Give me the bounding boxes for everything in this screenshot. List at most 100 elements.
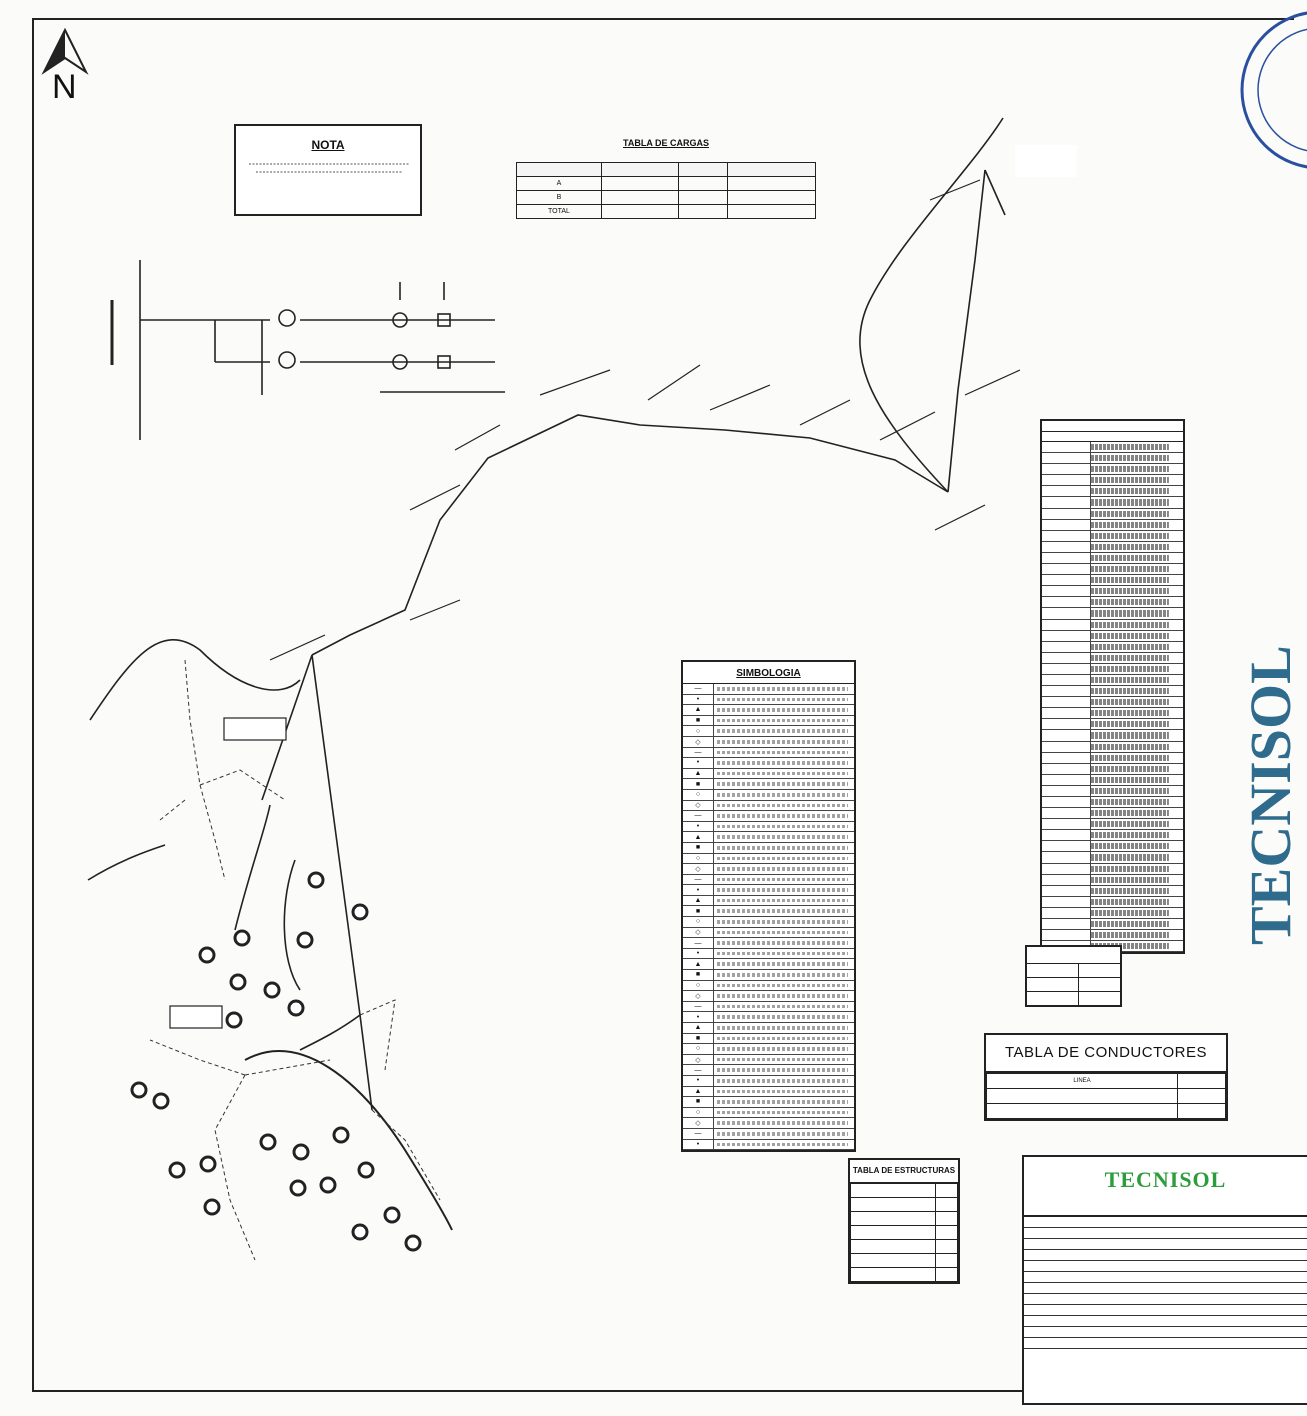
simbologia-legend: SIMBOLOGIA —•▲■○◇—•▲■○◇—•▲■○◇—•▲■○◇—•▲■○… xyxy=(681,660,856,1153)
simbologia-row: ◇ xyxy=(683,1054,854,1066)
simbologia-row: ▲ xyxy=(683,1086,854,1098)
legend-symbol-icon: ○ xyxy=(683,980,714,991)
legend-symbol-icon: ■ xyxy=(683,842,714,853)
structure-list-subheader xyxy=(1042,432,1183,442)
legend-symbol-icon: • xyxy=(683,694,714,705)
structure-row xyxy=(1042,752,1183,764)
tabla-conductores: TABLA DE CONDUCTORES LINEA xyxy=(984,1033,1228,1121)
simbologia-row: — xyxy=(683,684,854,695)
legend-symbol-icon: ○ xyxy=(683,917,714,927)
simbologia-row: ◇ xyxy=(683,736,854,748)
nota-body xyxy=(244,160,412,184)
structure-row xyxy=(1042,874,1183,886)
structure-row xyxy=(1042,719,1183,731)
structure-row xyxy=(1042,686,1183,698)
simbologia-row: ■ xyxy=(683,842,854,854)
structure-list-table xyxy=(1040,419,1185,955)
structure-row xyxy=(1042,497,1183,509)
simbologia-row: ○ xyxy=(683,853,854,865)
simbologia-row: ▲ xyxy=(683,1023,854,1034)
structure-row xyxy=(1042,930,1183,942)
legend-symbol-icon: • xyxy=(683,758,714,768)
simbologia-row: • xyxy=(683,694,854,706)
simbologia-row: ◇ xyxy=(683,927,854,939)
side-logo-tecnisol: TECNISOL xyxy=(1238,645,1303,945)
legend-symbol-icon: • xyxy=(683,1139,714,1150)
structure-row xyxy=(1042,674,1183,687)
legend-symbol-icon: ▲ xyxy=(683,1023,714,1033)
simbologia-row: ◇ xyxy=(683,1118,854,1129)
legend-symbol-icon: ■ xyxy=(683,906,714,917)
simbologia-row: ■ xyxy=(683,1033,854,1045)
structure-row xyxy=(1042,774,1183,786)
simbologia-row: ○ xyxy=(683,917,854,928)
structure-row xyxy=(1042,808,1183,820)
structure-row xyxy=(1042,830,1183,842)
legend-symbol-icon: ▲ xyxy=(683,959,714,970)
legend-symbol-icon: ▲ xyxy=(683,768,714,779)
conductores-header-linea: LINEA xyxy=(986,1073,1178,1089)
structure-row xyxy=(1042,852,1183,864)
legend-symbol-icon: ○ xyxy=(683,1107,714,1118)
legend-symbol-icon: — xyxy=(683,1001,714,1012)
company-name: TECNISOL xyxy=(1104,1167,1227,1192)
structure-row xyxy=(1042,619,1183,631)
structure-row xyxy=(1042,896,1183,908)
structure-row xyxy=(1042,785,1183,797)
legend-symbol-icon: — xyxy=(683,874,714,885)
tabla-cargas: TABLA DE CARGAS A B TOTAL xyxy=(516,138,816,219)
legend-symbol-icon: — xyxy=(683,811,714,821)
simbologia-row: — xyxy=(683,1001,854,1013)
legend-symbol-icon: ■ xyxy=(683,970,714,980)
simbologia-row: ◇ xyxy=(683,800,854,812)
legend-symbol-icon: ▲ xyxy=(683,895,714,906)
legend-symbol-icon: — xyxy=(683,684,714,694)
structure-row xyxy=(1042,763,1183,775)
structure-row xyxy=(1042,819,1183,831)
simbologia-row: ■ xyxy=(683,779,854,790)
structure-row xyxy=(1042,907,1183,920)
simbologia-row: ▲ xyxy=(683,705,854,716)
simbologia-row: — xyxy=(683,811,854,822)
nota-title: NOTA xyxy=(311,138,345,152)
structure-row xyxy=(1042,530,1183,542)
structure-row xyxy=(1042,575,1183,587)
simbologia-row: ○ xyxy=(683,789,854,801)
legend-symbol-icon: • xyxy=(683,1012,714,1022)
legend-symbol-icon: ○ xyxy=(683,853,714,864)
tabla-estructuras-title: TABLA DE ESTRUCTURAS xyxy=(850,1160,958,1183)
legend-symbol-icon: ■ xyxy=(683,1033,714,1044)
legend-symbol-icon: • xyxy=(683,885,714,895)
simbologia-row: • xyxy=(683,758,854,769)
simbologia-row: ▲ xyxy=(683,768,854,780)
simbologia-row: — xyxy=(683,874,854,886)
simbologia-row: ○ xyxy=(683,980,854,992)
simbologia-row: ○ xyxy=(683,1044,854,1055)
simbologia-row: ◇ xyxy=(683,991,854,1002)
simbologia-row: — xyxy=(683,1128,854,1140)
structure-list-rows xyxy=(1042,442,1183,953)
side-logo-text: TECNISOL xyxy=(1238,645,1303,945)
structure-list-header xyxy=(1042,421,1183,432)
legend-symbol-icon: ○ xyxy=(683,726,714,736)
simbologia-row: ◇ xyxy=(683,864,854,875)
structure-row xyxy=(1042,663,1183,675)
simbologia-row: • xyxy=(683,821,854,833)
structure-row xyxy=(1042,475,1183,487)
structure-row xyxy=(1042,541,1183,553)
legend-symbol-icon: ○ xyxy=(683,1044,714,1054)
structure-row xyxy=(1042,552,1183,565)
legend-symbol-icon: ◇ xyxy=(683,864,714,874)
legend-symbol-icon: ▲ xyxy=(683,705,714,715)
simbologia-row: ▲ xyxy=(683,959,854,971)
structure-row xyxy=(1042,730,1183,742)
simbologia-row: ■ xyxy=(683,1097,854,1108)
legend-symbol-icon: ▲ xyxy=(683,1086,714,1097)
simbologia-row: ▲ xyxy=(683,832,854,843)
legend-symbol-icon: ◇ xyxy=(683,1054,714,1065)
structure-row xyxy=(1042,641,1183,653)
title-block: TECNISOL xyxy=(1022,1155,1307,1405)
simbologia-row: ▲ xyxy=(683,895,854,907)
legend-symbol-icon: ○ xyxy=(683,789,714,800)
